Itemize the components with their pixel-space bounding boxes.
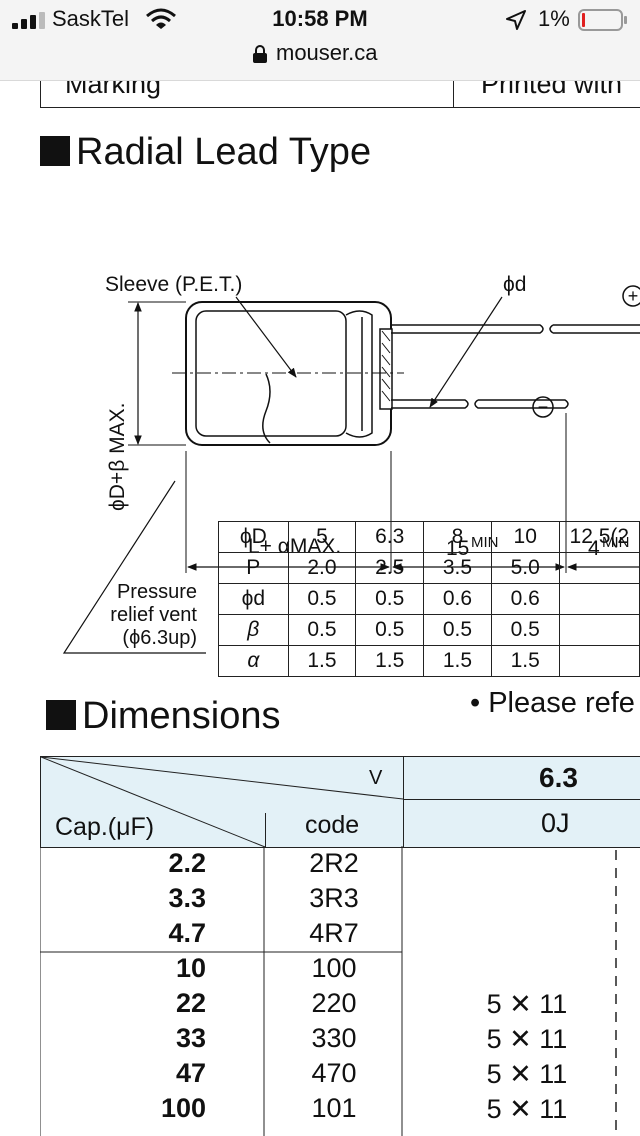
param-name-cell: ϕd	[218, 583, 289, 615]
code-cell: 220	[311, 988, 357, 1018]
table-row: 100 101 5 ✕ 11	[40, 1091, 640, 1126]
code-cell: 330	[311, 1023, 357, 1053]
status-bar: SaskTel 10:58 PM 1% mouser.ca	[0, 0, 640, 81]
param-value-cell: 3.5	[423, 552, 492, 584]
param-value-cell: 2.0	[287, 552, 357, 584]
size-cell: 5 ✕ 11	[486, 1094, 568, 1124]
table-row: 10 100	[40, 951, 640, 986]
param-value-cell	[558, 552, 640, 584]
radial-lead-title: Radial Lead Type	[40, 131, 371, 174]
pressure-label-1: Pressure	[117, 581, 197, 603]
pressure-label-3: (ϕ6.3up)	[122, 627, 197, 649]
lock-icon	[253, 45, 267, 63]
sleeve-label: Sleeve (P.E.T.)	[105, 273, 242, 296]
capacitance-cell: 4.7	[168, 918, 206, 948]
code-column-label: code	[305, 811, 360, 839]
capacitance-cell: 2.2	[168, 848, 206, 878]
param-name-cell: α	[218, 645, 289, 677]
param-value-cell	[558, 583, 640, 615]
clock: 10:58 PM	[272, 6, 368, 31]
param-value-cell: 0.5	[355, 614, 425, 646]
param-value-cell: 0.5	[287, 614, 357, 646]
capacitance-cell: 33	[175, 1023, 206, 1053]
param-value-cell: 0.6	[490, 583, 560, 615]
wifi-icon	[146, 8, 176, 29]
param-value-cell: 12.5(2	[558, 521, 640, 553]
black-square-icon	[40, 136, 70, 166]
table-row: 3.3 3R3	[40, 881, 640, 916]
phi-d-label: ϕd	[503, 273, 526, 296]
table-row: 47 470 5 ✕ 11	[40, 1056, 640, 1091]
dimensions-table-header: V Cap.(μF) code 6.3 0J	[40, 756, 640, 848]
param-value-cell: 2.5	[355, 552, 425, 584]
dimensions-title: Dimensions	[46, 695, 281, 738]
param-value-cell: 10	[490, 521, 560, 553]
param-name-cell: ϕD	[218, 521, 289, 553]
cap-column-label: Cap.(μF)	[55, 813, 155, 841]
table-row: 33 330 5 ✕ 11	[40, 1021, 640, 1056]
black-square-icon	[46, 700, 76, 730]
param-value-cell: 6.3	[355, 521, 425, 553]
phi-D-max-label: ϕD+β MAX.	[106, 403, 129, 511]
code-cell: 3R3	[309, 883, 359, 913]
code-cell: 2R2	[309, 848, 359, 878]
plus-label: +	[628, 286, 639, 306]
voltage-value: 6.3	[539, 762, 578, 793]
capacitance-cell: 3.3	[168, 883, 206, 913]
pressure-label-2: relief vent	[110, 604, 197, 626]
param-value-cell: 5	[287, 521, 357, 553]
table-row: 4.7 4R7	[40, 916, 640, 951]
capacitance-cell: 10	[175, 953, 206, 983]
param-value-cell: 0.5	[355, 583, 425, 615]
marking-label: Marking	[65, 81, 162, 99]
capacitance-cell: 22	[175, 988, 206, 1018]
param-value-cell	[558, 645, 640, 677]
carrier-name: SaskTel	[52, 6, 130, 31]
param-value-cell: 0.5	[423, 614, 492, 646]
marking-value: Printed with	[481, 81, 623, 99]
voltage-axis-label: V	[369, 767, 383, 789]
param-value-cell	[558, 614, 640, 646]
param-value-cell: 1.5	[287, 645, 357, 677]
signal-icon	[12, 12, 45, 29]
code-cell: 470	[311, 1058, 357, 1088]
page-content[interactable]: Marking Printed with Radial Lead Type +	[0, 81, 640, 1136]
param-name-cell: P	[218, 552, 289, 584]
param-value-cell: 1.5	[490, 645, 560, 677]
dimensions-note: • Please refe	[470, 687, 635, 719]
size-cell: 5 ✕ 11	[486, 989, 568, 1019]
param-value-cell: 1.5	[423, 645, 492, 677]
param-value-cell: 5.0	[490, 552, 560, 584]
location-arrow-icon	[506, 10, 526, 30]
capacitor-inner	[195, 310, 347, 437]
code-cell: 4R7	[309, 918, 359, 948]
capacitance-cell: 47	[175, 1058, 206, 1088]
param-value-cell: 0.6	[423, 583, 492, 615]
battery-percent: 1%	[538, 6, 570, 31]
table-row: 22 220 5 ✕ 11	[40, 986, 640, 1021]
size-cell: 5 ✕ 11	[486, 1059, 568, 1089]
code-cell: 101	[311, 1093, 357, 1123]
marking-row: Marking Printed with	[40, 81, 640, 108]
param-value-cell: 0.5	[490, 614, 560, 646]
minus-label: −	[538, 397, 549, 417]
capacitance-cell: 100	[160, 1093, 206, 1123]
voltage-code: 0J	[541, 808, 570, 838]
code-cell: 100	[311, 953, 357, 983]
battery-low-icon	[578, 9, 627, 31]
param-name-cell: β	[218, 614, 289, 646]
column-divider	[453, 81, 454, 107]
address-bar-url[interactable]: mouser.ca	[276, 40, 378, 65]
table-row: 2.2 2R2	[40, 846, 640, 881]
param-value-cell: 0.5	[287, 583, 357, 615]
param-value-cell: 8	[423, 521, 492, 553]
param-value-cell: 1.5	[355, 645, 425, 677]
size-cell: 5 ✕ 11	[486, 1024, 568, 1054]
